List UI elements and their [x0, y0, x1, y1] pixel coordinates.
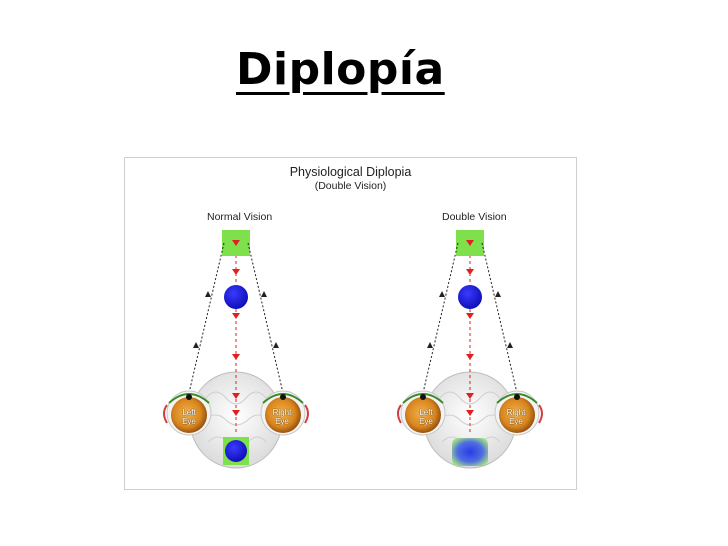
double-left-sight-line: [422, 242, 459, 394]
normal-center-arrow-0: [232, 269, 240, 275]
double-right-eye-muscle: [538, 404, 543, 424]
normal-left-sight-arrow-0: [193, 342, 199, 348]
normal-center-arrow-1: [232, 313, 240, 319]
normal-perceived-sphere: [225, 440, 247, 462]
normal-center-arrow-4: [232, 410, 240, 416]
double-right-sight-arrow-0: [507, 342, 513, 348]
normal-sphere: [224, 285, 248, 309]
normal-right-iris: [265, 397, 301, 433]
double-center-arrow-4: [466, 410, 474, 416]
left-eye-label-double: Left Eye: [419, 408, 433, 426]
figure-subtitle: (Double Vision): [314, 180, 387, 192]
normal-left-sight-arrow-1: [205, 291, 211, 297]
diplopia-diagram: [163, 230, 543, 469]
double-sphere: [458, 285, 482, 309]
normal-center-arrow-3: [232, 393, 240, 399]
right-eye-label: Right Eye: [272, 408, 292, 426]
normal-right-pupil: [280, 394, 286, 400]
normal-left-pupil: [186, 394, 192, 400]
double-right-pupil: [514, 394, 520, 400]
normal-right-sight-arrow-0: [273, 342, 279, 348]
normal-center-arrow-2: [232, 354, 240, 360]
double-left-sight-arrow-1: [439, 291, 445, 297]
double-left-iris: [405, 397, 441, 433]
diplopia-figure: Physiological Diplopia (Double Vision) N…: [124, 157, 577, 490]
double-right-sight-arrow-1: [495, 291, 501, 297]
normal-right-sight-line: [247, 242, 284, 394]
normal-target-arrow: [232, 240, 240, 246]
normal-left-sight-line: [188, 242, 225, 394]
figure-title: Physiological Diplopia: [289, 165, 412, 179]
double-center-arrow-3: [466, 393, 474, 399]
double-right-sight-line: [481, 242, 518, 394]
normal-right-eye-muscle: [304, 404, 309, 424]
double-center-arrow-2: [466, 354, 474, 360]
normal-vision-label: Normal Vision: [207, 211, 273, 223]
double-left-pupil: [420, 394, 426, 400]
double-target-arrow: [466, 240, 474, 246]
double-left-sight-arrow-0: [427, 342, 433, 348]
double-perceived-blur: [452, 438, 488, 466]
slide-title: Diplopía: [236, 44, 445, 95]
normal-right-sight-arrow-1: [261, 291, 267, 297]
double-left-eye-muscle: [397, 404, 402, 424]
double-vision-label: Double Vision: [442, 211, 507, 223]
double-center-arrow-0: [466, 269, 474, 275]
double-right-iris: [499, 397, 535, 433]
normal-left-iris: [171, 397, 207, 433]
double-center-arrow-1: [466, 313, 474, 319]
normal-left-eye-muscle: [163, 404, 168, 424]
left-eye-label: Left Eye: [182, 408, 196, 426]
right-eye-label-double: Right Eye: [506, 408, 526, 426]
